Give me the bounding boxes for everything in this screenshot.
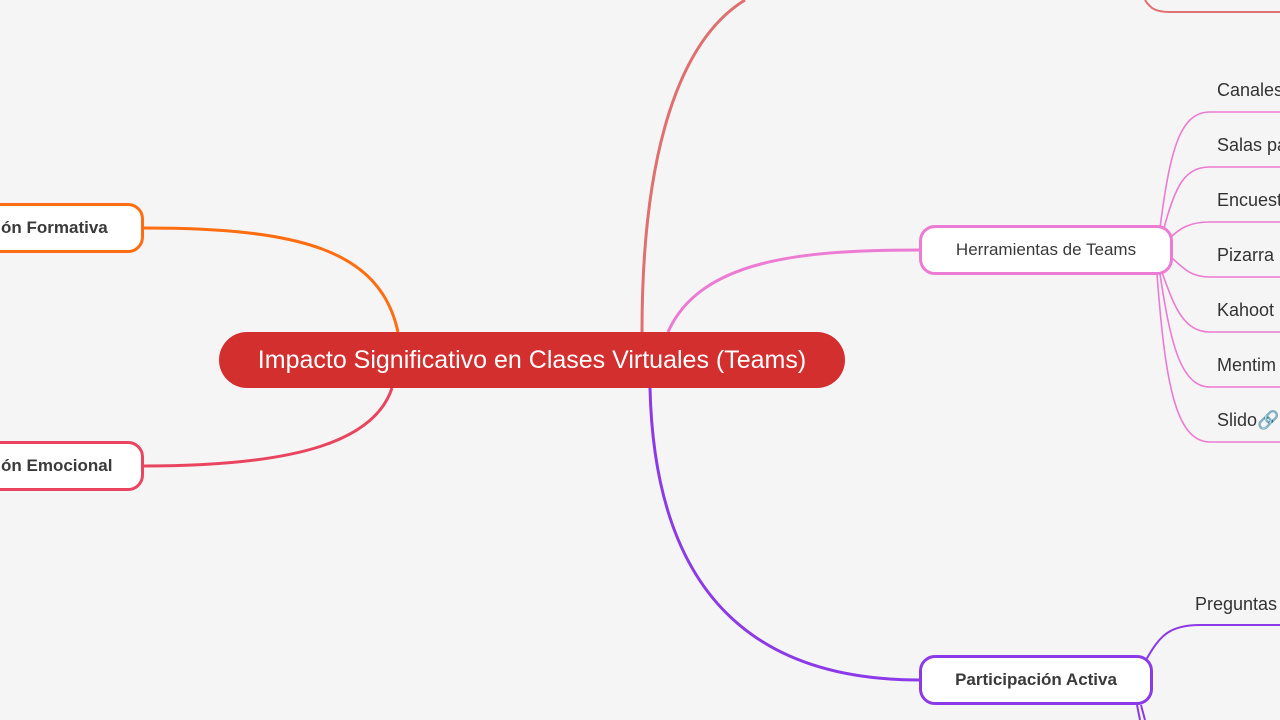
- leaf-canales[interactable]: Canales: [1217, 80, 1280, 100]
- node-participacion-activa[interactable]: Participación Activa: [919, 655, 1153, 705]
- leaf-preguntas[interactable]: Preguntas: [1195, 594, 1278, 614]
- connector-participacion: [648, 387, 920, 682]
- leaf-slido[interactable]: Slido🔗: [1217, 410, 1279, 431]
- leaf-kahoot[interactable]: Kahoot: [1217, 300, 1275, 320]
- leaf-mentimeter[interactable]: Mentim: [1217, 355, 1277, 375]
- node-label: Participación Activa: [955, 670, 1117, 689]
- node-evaluacion-formativa[interactable]: ón Formativa: [0, 203, 144, 253]
- connector-top: [640, 0, 746, 333]
- node-label: Herramientas de Teams: [955, 240, 1137, 259]
- leaf-pizarra[interactable]: Pizarra: [1217, 245, 1275, 265]
- leaf-salas[interactable]: Salas pa: [1217, 135, 1280, 155]
- herramientas-leaf-connectors: [1156, 111, 1280, 443]
- node-label: ón Emocional: [1, 456, 113, 475]
- participacion-leaf-connector: [1145, 624, 1280, 661]
- node-gestion-emocional[interactable]: ón Emocional: [0, 441, 144, 491]
- leaf-label: Slido: [1217, 410, 1258, 430]
- central-topic-label: Impacto Significativo en Clases Virtuale…: [257, 345, 807, 374]
- connector-formativa: [143, 226, 400, 333]
- connector-top-leaf: [1144, 0, 1280, 13]
- connector-herramientas: [666, 248, 920, 333]
- central-topic[interactable]: Impacto Significativo en Clases Virtuale…: [219, 332, 845, 388]
- link-icon[interactable]: 🔗: [1257, 410, 1280, 430]
- node-label: ón Formativa: [1, 218, 108, 237]
- leaf-encuestas[interactable]: Encuest: [1217, 190, 1280, 210]
- connector-emocional: [143, 387, 394, 468]
- node-herramientas-teams[interactable]: Herramientas de Teams: [919, 225, 1173, 275]
